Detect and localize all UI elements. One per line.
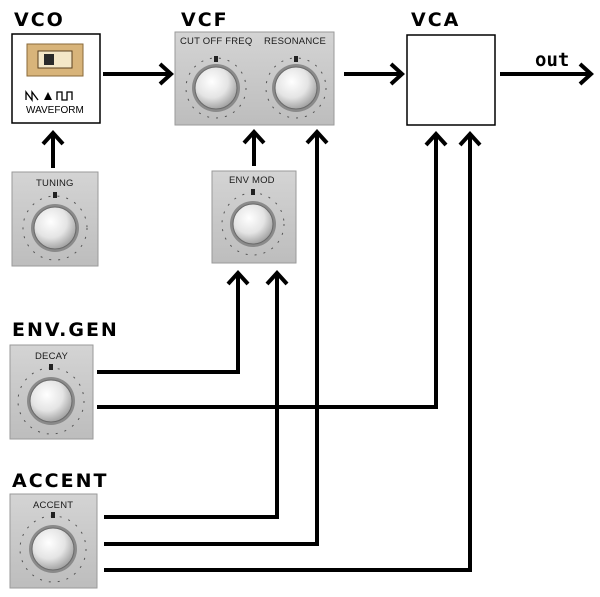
resonance-knob[interactable]: [265, 56, 327, 119]
resonance-label: RESONANCE: [264, 36, 326, 47]
env-mod-panel: ENV MOD: [211, 170, 297, 264]
accent-title: ACCENT: [12, 470, 108, 492]
vcf-module: CUT OFF FREQ RESONANCE: [174, 31, 335, 126]
decay-label: DECAY: [35, 351, 68, 362]
arrowhead-cutoff-envmod: [242, 129, 266, 145]
wire-decay-to-envmod: [97, 276, 240, 374]
arrowhead-envmod-decay: [226, 270, 250, 286]
arrowhead-vco-tuning: [41, 130, 65, 146]
vco-title: VCO: [14, 9, 65, 31]
signal-wires: [41, 62, 594, 572]
cutoff-label: CUT OFF FREQ: [180, 36, 252, 47]
env-mod-knob[interactable]: [221, 189, 285, 256]
saw-triangle-square-icon: [25, 90, 73, 102]
arrowhead-envmod-accent: [265, 270, 289, 286]
accent-knob[interactable]: [19, 512, 87, 583]
arrowhead-vcf-in: [158, 62, 174, 86]
tuning-label: TUNING: [36, 178, 74, 189]
arrowhead-resonance-accent: [305, 129, 329, 145]
wire-accent-to-envmod: [104, 276, 279, 519]
output-label: out: [535, 49, 569, 71]
env-gen-title: ENV.GEN: [12, 319, 119, 341]
waveform-switch[interactable]: [26, 43, 84, 77]
arrowhead-vca-in: [389, 62, 405, 86]
arrowhead-vca-accent: [458, 131, 482, 147]
wire-accent-to-resonance: [104, 135, 319, 546]
vca-module: [406, 34, 496, 126]
tuning-panel: TUNING: [11, 171, 99, 267]
vcf-title: VCF: [181, 9, 229, 31]
accent-panel: ACCENT: [9, 493, 98, 589]
cutoff-knob[interactable]: [185, 56, 247, 119]
wire-decay-to-vca: [97, 137, 438, 409]
arrowhead-out: [578, 62, 594, 86]
accent-knob-label: ACCENT: [33, 500, 73, 511]
decay-knob[interactable]: [17, 364, 85, 435]
wire-accent-to-vca: [104, 137, 472, 572]
vco-module: WAVEFORM: [11, 33, 101, 124]
waveform-label: WAVEFORM: [26, 105, 84, 116]
arrowhead-vca-decay: [424, 131, 448, 147]
tuning-knob[interactable]: [22, 192, 88, 261]
decay-panel: DECAY: [9, 344, 94, 440]
env-mod-label: ENV MOD: [229, 175, 275, 186]
vca-title: VCA: [411, 9, 460, 31]
